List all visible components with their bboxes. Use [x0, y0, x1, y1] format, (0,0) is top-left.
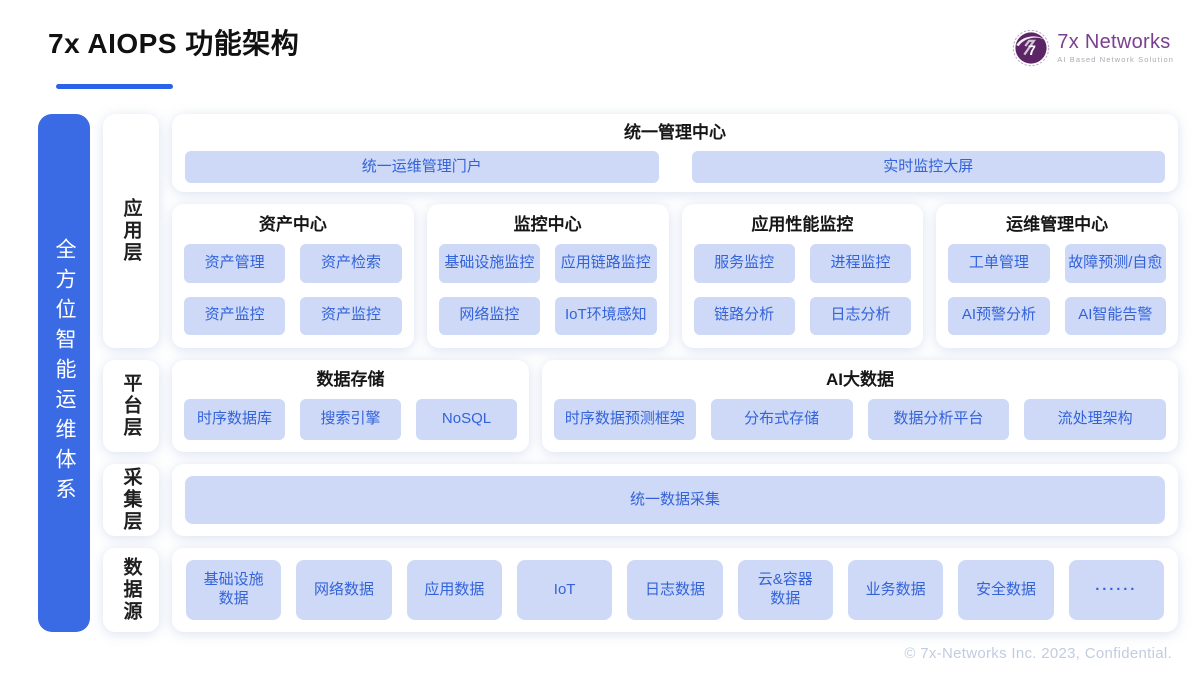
function-chip: AI智能告警: [1064, 296, 1166, 335]
source-chip: 业务数据: [847, 560, 944, 620]
node-monitor-screen: 实时监控大屏: [691, 151, 1165, 183]
layer-label-text: 数据源: [120, 557, 142, 623]
chip-grid: 资产管理 资产检索 资产监控 资产监控: [184, 244, 402, 335]
function-chip: 流处理架构: [1024, 399, 1166, 440]
function-chip: 服务监控: [693, 244, 795, 283]
function-chip: 资产检索: [300, 244, 402, 283]
chip-grid: 服务监控 进程监控 链路分析 日志分析: [693, 244, 912, 335]
card-asset-center: 资产中心 资产管理 资产检索 资产监控 资产监控: [172, 204, 414, 348]
function-chip: 日志分析: [809, 296, 912, 335]
logo: 7 7x Networks AI Based Network Solution: [1012, 29, 1174, 67]
function-chip: 时序数据预测框架: [554, 399, 696, 440]
layer-label-collection: 采集层: [103, 464, 159, 536]
chip-grid: 基础设施监控 应用链路监控 网络监控 IoT环境感知: [438, 244, 657, 335]
layer-label-text: 采集层: [120, 467, 142, 533]
node-ops-portal: 统一运维管理门户: [185, 151, 659, 183]
card-ai-bigdata: AI大数据 时序数据预测框架 分布式存储 数据分析平台 流处理架构: [542, 360, 1178, 452]
card-title: 统一管理中心: [624, 123, 726, 142]
function-chip: AI预警分析: [948, 296, 1050, 335]
title-underline: [56, 84, 173, 89]
card-unified-management: 统一管理中心 统一运维管理门户 实时监控大屏: [172, 114, 1178, 192]
centers-row: 资产中心 资产管理 资产检索 资产监控 资产监控 监控中心 基础设施监控 应用链…: [172, 204, 1178, 348]
card-title: AI大数据: [826, 370, 894, 389]
card-title: 资产中心: [258, 215, 327, 234]
chip-grid: 工单管理 故障预测/自愈 AI预警分析 AI智能告警: [948, 244, 1166, 335]
layer-label-text: 平台层: [120, 373, 142, 439]
function-chip: 资产监控: [300, 296, 402, 335]
card-title: 应用性能监控: [751, 215, 854, 234]
card-title: 监控中心: [513, 215, 582, 234]
function-chip: 分布式存储: [710, 399, 853, 440]
card-title: 数据存储: [316, 370, 385, 389]
diagram-content: 统一管理中心 统一运维管理门户 实时监控大屏 资产中心 资产管理 资产检索 资产…: [172, 114, 1178, 632]
function-chip: 时序数据库: [184, 399, 285, 440]
page-title: 7x AIOPS 功能架构: [48, 28, 300, 59]
source-chip: 安全数据: [958, 560, 1054, 620]
platform-row: 数据存储 时序数据库 搜索引擎 NoSQL AI大数据 时序数据预测框架 分布式…: [172, 360, 1178, 452]
function-chip: 故障预测/自愈: [1064, 244, 1166, 283]
source-chip: IoT: [516, 560, 613, 620]
card-data-collection: 统一数据采集: [172, 464, 1178, 536]
function-chip: 资产管理: [184, 244, 286, 283]
source-chip: 日志数据: [627, 560, 723, 620]
logo-name: 7x Networks: [1057, 31, 1171, 54]
source-chip: 网络数据: [296, 560, 392, 620]
card-data-sources: 基础设施 数据 网络数据 应用数据 IoT 日志数据 云&容器 数据 业务数据 …: [172, 548, 1178, 632]
layer-label-platform: 平台层: [103, 360, 159, 452]
function-chip: 数据分析平台: [867, 399, 1010, 440]
card-ops-mgmt-center: 运维管理中心 工单管理 故障预测/自愈 AI预警分析 AI智能告警: [936, 204, 1178, 348]
vertical-banner: 全方位智能运维体系: [38, 114, 90, 632]
function-chip: NoSQL: [416, 399, 517, 440]
function-chip: IoT环境感知: [555, 296, 657, 335]
layer-label-application: 应用层: [103, 114, 159, 348]
source-chip: 云&容器 数据: [737, 560, 833, 620]
copyright-text: © 7x-Networks Inc. 2023, Confidential.: [904, 645, 1172, 662]
function-chip: 链路分析: [693, 296, 795, 335]
layer-column: 应用层 平台层 采集层 数据源: [103, 114, 159, 632]
logo-globe-icon: 7: [1013, 29, 1050, 67]
diagram-body: 全方位智能运维体系 应用层 平台层 采集层 数据源 统一管理中心 统一运维管理门…: [38, 114, 1178, 632]
source-chip: 基础设施 数据: [186, 560, 282, 620]
chip-row: 时序数据库 搜索引擎 NoSQL: [184, 399, 517, 440]
chip-row: 时序数据预测框架 分布式存储 数据分析平台 流处理架构: [554, 399, 1166, 440]
logo-text: 7x Networks AI Based Network Solution: [1057, 32, 1174, 64]
chip-row: 统一运维管理门户 实时监控大屏: [185, 151, 1165, 183]
function-chip: 应用链路监控: [555, 244, 657, 283]
function-chip: 资产监控: [184, 296, 286, 335]
source-chip: 应用数据: [406, 560, 502, 620]
card-apm-center: 应用性能监控 服务监控 进程监控 链路分析 日志分析: [681, 204, 924, 348]
vertical-banner-label: 全方位智能运维体系: [53, 238, 76, 508]
function-chip: 工单管理: [948, 244, 1050, 283]
svg-text:7: 7: [1028, 43, 1036, 59]
card-data-storage: 数据存储 时序数据库 搜索引擎 NoSQL: [172, 360, 529, 452]
source-chip-ellipsis: ······: [1068, 560, 1164, 620]
card-monitor-center: 监控中心 基础设施监控 应用链路监控 网络监控 IoT环境感知: [426, 204, 669, 348]
function-chip: 网络监控: [438, 296, 541, 335]
function-chip: 搜索引擎: [300, 399, 401, 440]
layer-label-text: 应用层: [120, 198, 142, 264]
logo-tagline: AI Based Network Solution: [1057, 55, 1174, 65]
function-chip: 基础设施监控: [438, 244, 541, 283]
card-title: 运维管理中心: [1006, 215, 1109, 234]
node-unified-collection: 统一数据采集: [185, 476, 1165, 524]
layer-label-datasource: 数据源: [103, 548, 159, 632]
function-chip: 进程监控: [809, 244, 912, 283]
